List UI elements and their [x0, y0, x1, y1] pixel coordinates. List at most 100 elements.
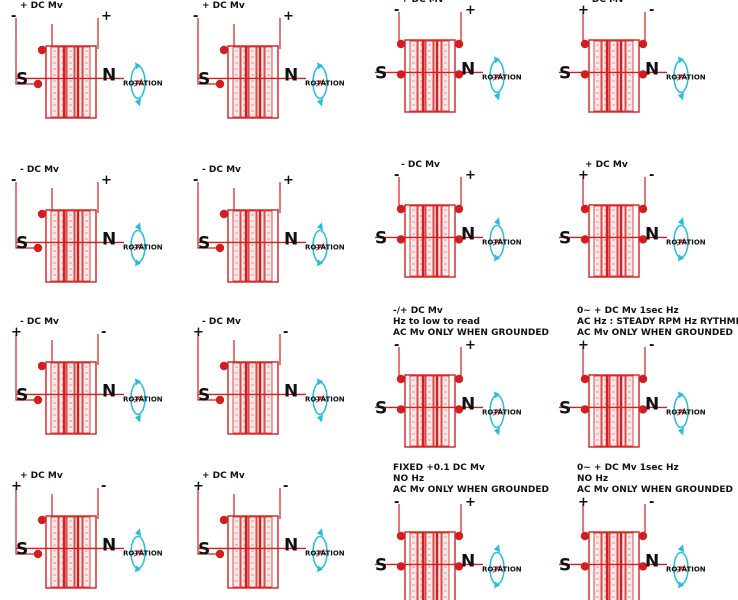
polarity-left: - — [394, 338, 399, 353]
rotation-arrow-tail — [678, 56, 684, 64]
magnet-plate — [417, 205, 426, 277]
contact-dot-left — [396, 374, 406, 384]
contact-dot-left — [580, 374, 590, 384]
rotation-label: ROTATION — [123, 549, 163, 557]
rotation-label: ROTATION — [123, 395, 163, 403]
rotation-label: ROTATION — [305, 243, 345, 251]
magnet-plate — [441, 532, 450, 600]
contact-dot-axis-left — [396, 562, 406, 571]
rotation-slash — [492, 565, 502, 573]
pole-n-label: N — [461, 551, 475, 571]
note-line: AC Mv ONLY WHEN GROUNDED — [577, 328, 733, 338]
rotation-arrow-icon — [494, 544, 500, 553]
magnet-plate — [264, 362, 273, 434]
magnet-plate — [82, 210, 91, 282]
rotation-label: ROTATION — [482, 73, 522, 81]
polarity-right: + — [283, 9, 294, 24]
magnet-plate — [264, 516, 273, 588]
contact-dot-left — [580, 531, 590, 541]
magnet-plate — [232, 362, 241, 434]
left-lead — [15, 488, 38, 555]
magnet-plate — [66, 362, 75, 434]
contact-dot-top — [219, 361, 229, 371]
dc-label: - DC Mv — [202, 317, 241, 327]
rotation-arrow-icon — [494, 217, 500, 226]
rotation-label: ROTATION — [305, 395, 345, 403]
left-lead — [15, 18, 38, 85]
rotation-label: ROTATION — [482, 238, 522, 246]
magnet-plate — [58, 210, 67, 282]
rotation-slash — [133, 79, 143, 87]
rotation-arrow-tail — [317, 62, 323, 70]
contact-dot-axis-left — [580, 235, 590, 244]
magnet-plate — [248, 210, 257, 282]
polarity-right: - — [283, 325, 288, 340]
note-line: NO Hz — [393, 474, 424, 484]
contact-dot-right — [638, 374, 648, 384]
rotation-slash — [676, 238, 686, 246]
polarity-left: - — [193, 173, 198, 188]
contact-dot-left — [396, 204, 406, 214]
magnet-plate — [50, 46, 59, 118]
polarity-right: - — [101, 479, 106, 494]
pole-s-label: S — [559, 555, 571, 575]
rotation-arrow-icon — [135, 222, 141, 231]
contact-dot-top — [37, 45, 47, 55]
dc-label: + DC Mv — [202, 471, 245, 481]
magnet-plate — [593, 532, 602, 600]
magnet-plate — [232, 46, 241, 118]
magnet-plate — [82, 516, 91, 588]
rotation-arrow-icon — [135, 414, 141, 423]
magnet-plate — [409, 532, 418, 600]
contact-dot-top — [37, 361, 47, 371]
rotation-slash — [492, 73, 502, 81]
magnet-plate — [417, 532, 426, 600]
magnet-plate — [264, 210, 273, 282]
polarity-left: - — [11, 9, 16, 24]
pole-s-label: S — [198, 385, 210, 405]
note-line: AC Mv ONLY WHEN GROUNDED — [393, 485, 549, 495]
magnet-plate — [441, 40, 450, 112]
contact-dot-axis-left — [396, 405, 406, 414]
magnet-plate — [66, 210, 75, 282]
pole-n-label: N — [645, 551, 659, 571]
magnet-plate — [409, 205, 418, 277]
pole-s-label: S — [375, 63, 387, 83]
contact-dot-left — [580, 39, 590, 49]
pole-n-label: N — [102, 65, 116, 85]
rotation-arrow-tail — [135, 259, 141, 267]
polarity-right: + — [465, 3, 476, 18]
note-line: AC Mv ONLY WHEN GROUNDED — [577, 485, 733, 495]
magnet-plate — [82, 362, 91, 434]
rotation-arrow-tail — [494, 581, 500, 589]
polarity-right: - — [649, 168, 654, 183]
rotation-arrow-icon — [494, 427, 500, 436]
left-lead — [197, 182, 220, 249]
polarity-left: + — [578, 338, 589, 353]
magnet-plate — [82, 46, 91, 118]
polarity-left: + — [578, 495, 589, 510]
pole-s-label: S — [559, 398, 571, 418]
magnet-plate — [609, 40, 618, 112]
magnet-plate — [601, 40, 610, 112]
pole-s-label: S — [16, 69, 28, 89]
magnet-plate — [409, 375, 418, 447]
rotation-arrow-icon — [317, 414, 323, 423]
polarity-right: - — [649, 3, 654, 18]
pole-n-label: N — [461, 224, 475, 244]
magnet-plate — [240, 362, 249, 434]
magnet-plate — [248, 516, 257, 588]
polarity-right: + — [465, 495, 476, 510]
dc-label: + DC Mv — [401, 0, 444, 5]
rotation-slash — [315, 243, 325, 251]
pole-s-label: S — [198, 539, 210, 559]
contact-dot-axis-left — [580, 70, 590, 79]
rotation-arrow-icon — [678, 217, 684, 226]
contact-dot-bottom — [215, 395, 225, 405]
magnet-plate — [50, 516, 59, 588]
pole-s-label: S — [198, 69, 210, 89]
